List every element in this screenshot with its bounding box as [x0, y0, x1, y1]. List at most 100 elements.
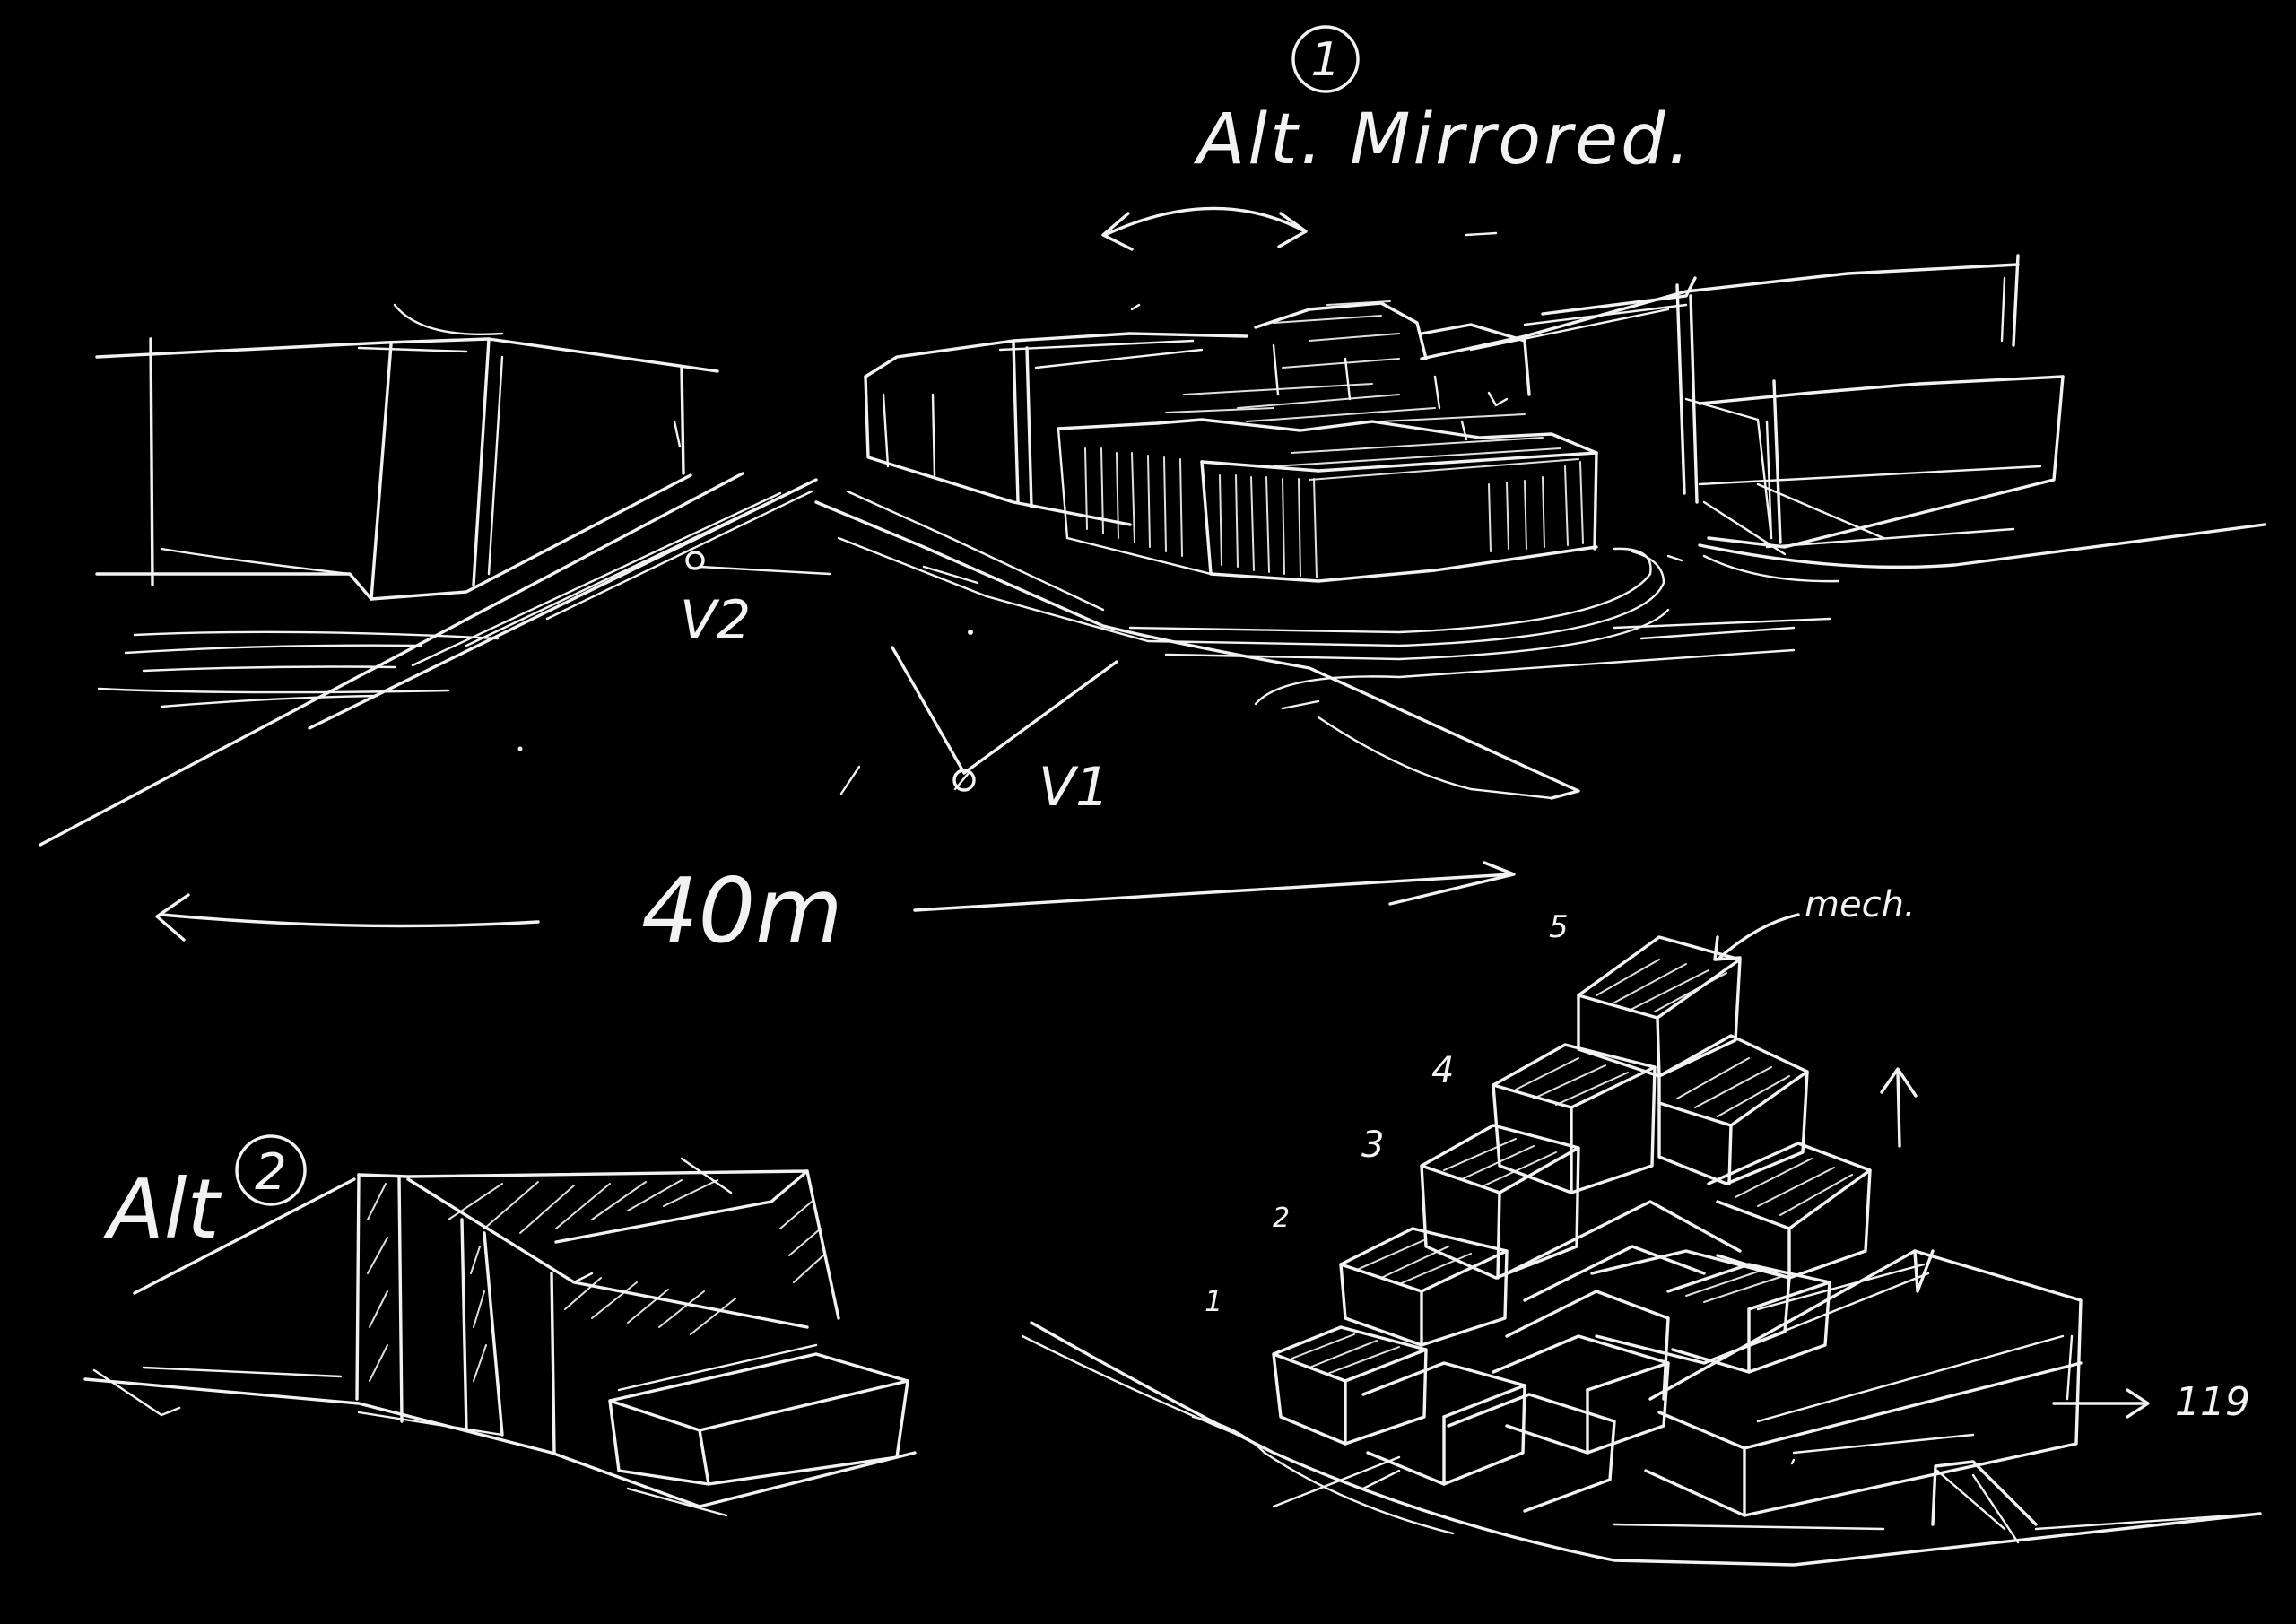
upper-mass-tick — [1487, 391, 1509, 407]
alt1-number: 1 — [1310, 33, 1340, 87]
right-block-line-4 — [1765, 527, 2015, 549]
left-wing-roof — [864, 332, 1248, 378]
alt2-edge-1 — [355, 1173, 361, 1401]
pyramid-ground-4 — [1613, 1523, 1885, 1531]
left-wing-edge-2 — [1025, 346, 1033, 508]
upper-mass-edge-3 — [1433, 375, 1441, 410]
top-left-edge-mid — [370, 343, 393, 601]
level-2-mid-box — [1505, 1290, 1670, 1401]
pyramid-ground-3 — [1191, 1415, 1455, 1535]
entrance-canopy — [1931, 1460, 2038, 1526]
level-4-box-left — [1492, 1043, 1657, 1194]
road-line-3 — [411, 491, 782, 667]
right-block-roof — [1698, 375, 2065, 405]
low-wing-line-2 — [1702, 1272, 1930, 1365]
right-wing-edge-far — [2012, 254, 2020, 347]
alt2-edge-3 — [460, 1218, 468, 1432]
level-2-box-far-top — [1747, 1281, 1831, 1311]
viewpoint-1-group: V1 — [517, 630, 1118, 819]
low-wing-line-4 — [1792, 1433, 1975, 1455]
up-arrow-head — [1880, 1067, 1918, 1098]
ground-mark — [1666, 554, 1683, 562]
road-line-5 — [545, 490, 813, 621]
right-block-step — [1684, 397, 1773, 540]
entrance-canopy-2 — [1935, 1469, 2006, 1531]
upper-mass-1 — [1254, 301, 1428, 360]
right-wing-edge-2 — [1689, 294, 1699, 504]
level-1-label: 1 — [1205, 1284, 1222, 1318]
top-left-base-sketch — [160, 547, 352, 576]
pyramid-ground-main — [1030, 1321, 2262, 1567]
alt2-box-top — [554, 1169, 840, 1320]
alt2-ground-1 — [142, 1366, 343, 1378]
up-arrow-shaft — [1896, 1070, 1901, 1148]
alt2-base-arrow — [92, 1368, 181, 1417]
viewpoint-2-ray — [698, 565, 831, 576]
alt2-roof-hatch — [367, 1179, 824, 1382]
dimension-arrow-right — [1388, 861, 1516, 906]
top-left-edge-right — [680, 366, 685, 475]
pyramid-ground-2 — [1021, 1334, 1239, 1437]
mirror-arrow-arc — [1103, 206, 1307, 237]
alt2-number-circle — [235, 1134, 307, 1206]
top-left-edge-left — [149, 337, 154, 586]
mech-box-edge — [1656, 1016, 1661, 1078]
level-5-label: 5 — [1549, 909, 1569, 945]
level-3-label: 3 — [1361, 1125, 1384, 1166]
top-left-ground-1 — [133, 630, 500, 640]
right-block-line-3 — [1702, 500, 1787, 556]
pyramid-roof-hatch — [1291, 959, 1853, 1375]
alt1-title-group: 1 Alt. Mirrored. — [1101, 25, 1690, 251]
ground-sweep-3 — [837, 536, 1150, 643]
ground-curve-5 — [1639, 626, 1796, 640]
upper-mass-edge-4 — [1460, 420, 1468, 441]
viewpoint-1-label: V1 — [1039, 756, 1109, 819]
viewpoint-1-dot — [968, 630, 973, 635]
viewpoint-2-marker — [685, 551, 705, 570]
pyramid-ground-5 — [1272, 1455, 1401, 1508]
level-3-box-left — [1420, 1124, 1580, 1280]
alt2-box-tick — [572, 1272, 594, 1284]
upper-mass-2 — [1420, 323, 1531, 396]
level-1-box-left — [1272, 1325, 1428, 1446]
center-facade-hatch — [1084, 447, 1584, 578]
level-1-box-2 — [1361, 1361, 1526, 1486]
dimension-line-left — [160, 913, 540, 928]
viewpoint-1-marker — [952, 769, 976, 792]
ground-curve-7 — [1317, 716, 1553, 800]
alt1-building-complex — [814, 254, 2266, 800]
right-ground-line — [1698, 523, 2266, 569]
center-right-edge — [1593, 451, 1598, 551]
dimension-line-right — [913, 873, 1513, 912]
left-wing-edge-3 — [931, 393, 936, 477]
level-4-label: 4 — [1431, 1050, 1454, 1091]
ground-sweep-4 — [922, 565, 979, 585]
center-left-edge — [1057, 427, 1069, 540]
viewpoint-1-stroke — [839, 765, 861, 795]
level-2-box-left — [1339, 1227, 1509, 1347]
upper-mass-edge-1 — [1272, 343, 1280, 396]
top-left-base — [95, 473, 692, 601]
level-1-box-2-top — [1442, 1384, 1526, 1419]
ground-curve-tick — [1281, 699, 1320, 710]
alt2-base-line — [83, 1377, 917, 1508]
low-wing-line-3 — [1756, 1334, 2065, 1423]
ground-curve-6 — [1254, 648, 1796, 706]
side-arrow-head — [2126, 1388, 2150, 1419]
ground-curve-3 — [1164, 608, 1670, 661]
left-wing-edge-1 — [1012, 341, 1020, 504]
ground-curve-2 — [1146, 550, 1665, 647]
mech-leader — [1716, 913, 1800, 961]
right-wing-roof-2 — [1541, 276, 1697, 316]
top-left-edge-tick — [673, 420, 682, 448]
left-wing-base — [864, 375, 1132, 526]
level-4-box-right — [1657, 1034, 1809, 1185]
low-wing-tick — [1913, 1249, 1935, 1293]
level-1-box-4-top — [1586, 1361, 1670, 1392]
top-left-edge-mid2 — [472, 337, 491, 586]
alt2-roof-mark — [680, 1157, 733, 1194]
right-block-line — [1698, 465, 2042, 486]
level-2-label: 2 — [1273, 1203, 1290, 1234]
center-left-base — [1065, 536, 1213, 576]
